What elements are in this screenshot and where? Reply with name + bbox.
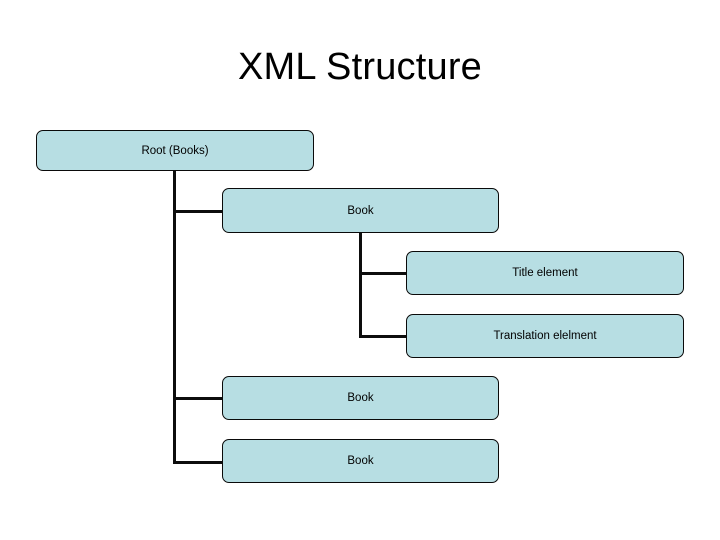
connector-root-to-book3 — [173, 460, 224, 464]
connector-root-to-book1 — [173, 209, 224, 213]
connector-book1-to-title-element — [359, 271, 409, 275]
node-root-books[interactable]: Root (Books) — [36, 130, 314, 171]
connector-book1-trunk — [359, 231, 363, 338]
connector-book1-to-translation-element — [359, 334, 409, 338]
node-book-1[interactable]: Book — [222, 188, 499, 233]
connector-root-to-book2 — [173, 396, 224, 400]
connector-root-trunk — [173, 168, 177, 464]
node-book-2[interactable]: Book — [222, 376, 499, 420]
node-translation-element[interactable]: Translation elelment — [406, 314, 684, 358]
node-book-3[interactable]: Book — [222, 439, 499, 483]
node-title-element[interactable]: Title element — [406, 251, 684, 295]
page-title: XML Structure — [237, 46, 483, 88]
